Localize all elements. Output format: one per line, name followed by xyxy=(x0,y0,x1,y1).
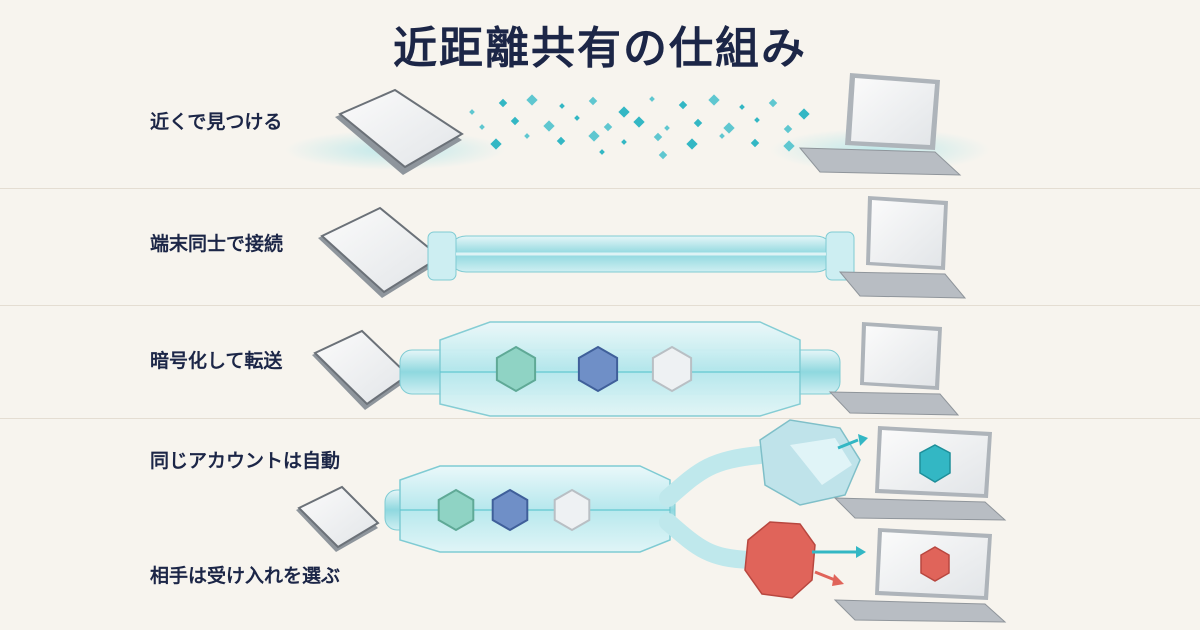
laptop-icon xyxy=(828,322,960,416)
particle-icon xyxy=(618,106,630,118)
gem-row xyxy=(437,488,591,532)
gem-icon xyxy=(491,488,529,532)
particle-icon xyxy=(599,149,605,155)
particle-icon xyxy=(490,138,502,150)
particle-icon xyxy=(621,139,627,145)
particle-icon xyxy=(653,132,663,142)
particle-icon xyxy=(768,98,778,108)
particle-icon xyxy=(526,94,538,106)
step-label-encrypt: 暗号化して転送 xyxy=(150,350,283,372)
particle-icon xyxy=(649,96,655,102)
gem-icon xyxy=(437,488,475,532)
particle-icon xyxy=(693,118,703,128)
receiver-open-icon xyxy=(759,419,861,506)
gem-icon xyxy=(553,488,591,532)
step-label-same-account: 同じアカウントは自動 xyxy=(150,450,341,472)
pipe-icon xyxy=(427,231,855,281)
particle-icon xyxy=(658,150,668,160)
particle-icon xyxy=(498,98,508,108)
particle-icon xyxy=(559,103,565,109)
particle-icon xyxy=(719,133,725,139)
particle-icon xyxy=(739,104,745,110)
particle-icon xyxy=(556,136,566,146)
tablet-icon xyxy=(312,329,410,410)
particle-icon xyxy=(588,96,598,106)
capsule-icon xyxy=(384,465,676,553)
particle-icon xyxy=(750,138,760,148)
particle-stream xyxy=(469,94,810,160)
tablet-icon xyxy=(318,206,442,298)
gem-icon xyxy=(651,345,693,393)
particle-icon xyxy=(524,133,530,139)
particle-icon xyxy=(469,109,475,115)
gem-icon xyxy=(577,345,619,393)
gem-icon xyxy=(920,546,950,582)
particle-icon xyxy=(754,117,760,123)
gem-icon xyxy=(495,345,537,393)
particle-icon xyxy=(723,122,735,134)
row-divider xyxy=(0,418,1200,419)
gem-row xyxy=(495,345,693,393)
tablet-icon xyxy=(296,485,380,552)
step-label-accept: 相手は受け入れを選ぶ xyxy=(150,565,341,587)
step-label-connect: 端末同士で接続 xyxy=(150,233,284,255)
particle-icon xyxy=(664,125,670,131)
particle-icon xyxy=(783,124,793,134)
page-title: 近距離共有の仕組み xyxy=(393,23,807,74)
particle-icon xyxy=(510,116,520,126)
particle-icon xyxy=(678,100,688,110)
arrow-icon xyxy=(812,434,868,586)
particle-icon xyxy=(783,140,795,152)
laptop-icon xyxy=(833,528,1007,623)
pipe-icon xyxy=(659,446,769,569)
laptop-icon xyxy=(798,73,962,176)
particle-icon xyxy=(798,108,810,120)
row-divider xyxy=(0,188,1200,189)
step-label-discover: 近くで見つける xyxy=(150,111,283,133)
capsule-icon xyxy=(399,321,841,417)
row-divider xyxy=(0,305,1200,306)
laptop-icon xyxy=(838,196,967,299)
particle-icon xyxy=(574,115,580,121)
particle-icon xyxy=(633,116,645,128)
particle-icon xyxy=(686,138,698,150)
particle-icon xyxy=(479,124,485,130)
particle-icon xyxy=(543,120,555,132)
particle-icon xyxy=(603,122,613,132)
particle-icon xyxy=(708,94,720,106)
particle-icon xyxy=(588,130,600,142)
gem-icon xyxy=(919,444,951,483)
tablet-icon xyxy=(335,88,464,175)
receiver-closed-icon xyxy=(744,521,816,599)
